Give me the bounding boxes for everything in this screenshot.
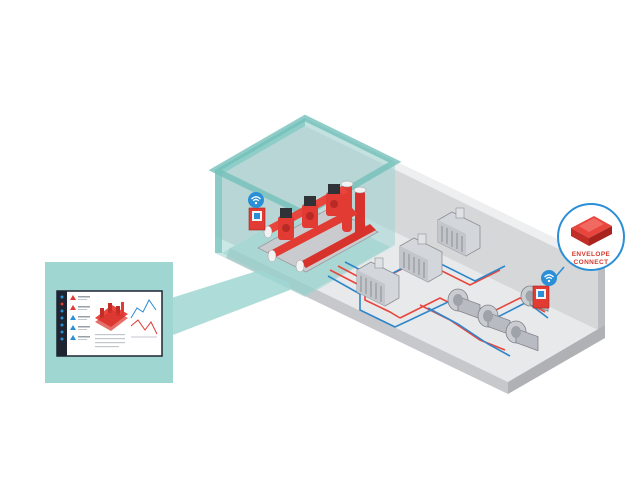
monitor-pump-thumbnail [95, 302, 128, 331]
pipe-blue [327, 275, 411, 328]
pipe-red [329, 269, 401, 319]
monitor-chart [130, 299, 158, 338]
room-right-wall [598, 262, 605, 330]
pump-header [300, 224, 376, 268]
wifi-icon [248, 192, 264, 208]
boiler-unit [437, 207, 481, 257]
envelope-connect-badge: ENVELOPE CONNECT [557, 203, 625, 271]
controller-box-left [248, 207, 266, 231]
circulation-pump [505, 320, 539, 352]
envelope-connect-logo [571, 216, 612, 246]
room-front-band-right [508, 325, 605, 394]
highlight-top-frame [208, 114, 402, 218]
wifi-icon [541, 270, 557, 286]
monitor-alert-list [70, 295, 90, 340]
monitor-sidebar-items [60, 295, 64, 341]
monitor-table-lines [95, 334, 125, 348]
controller-box-right [532, 285, 550, 309]
badge-line-2: CONNECT [574, 259, 609, 266]
circulation-pump [447, 288, 481, 320]
red-pump-skid [257, 180, 379, 273]
badge-line-1: ENVELOPE [572, 251, 611, 258]
pump-unit [326, 184, 342, 216]
alarm-icon [70, 295, 76, 300]
cloud-link-line [551, 266, 565, 282]
monitor-panel [45, 262, 173, 383]
pump-unit [278, 208, 294, 240]
boiler-unit [399, 233, 443, 283]
boiler-unit [356, 257, 400, 307]
boiler-units [356, 207, 481, 307]
pipe-blue [427, 307, 511, 357]
pump-header [268, 208, 358, 258]
pump-riser [355, 190, 365, 236]
connector-beam [165, 270, 290, 338]
pump-unit [302, 196, 318, 228]
